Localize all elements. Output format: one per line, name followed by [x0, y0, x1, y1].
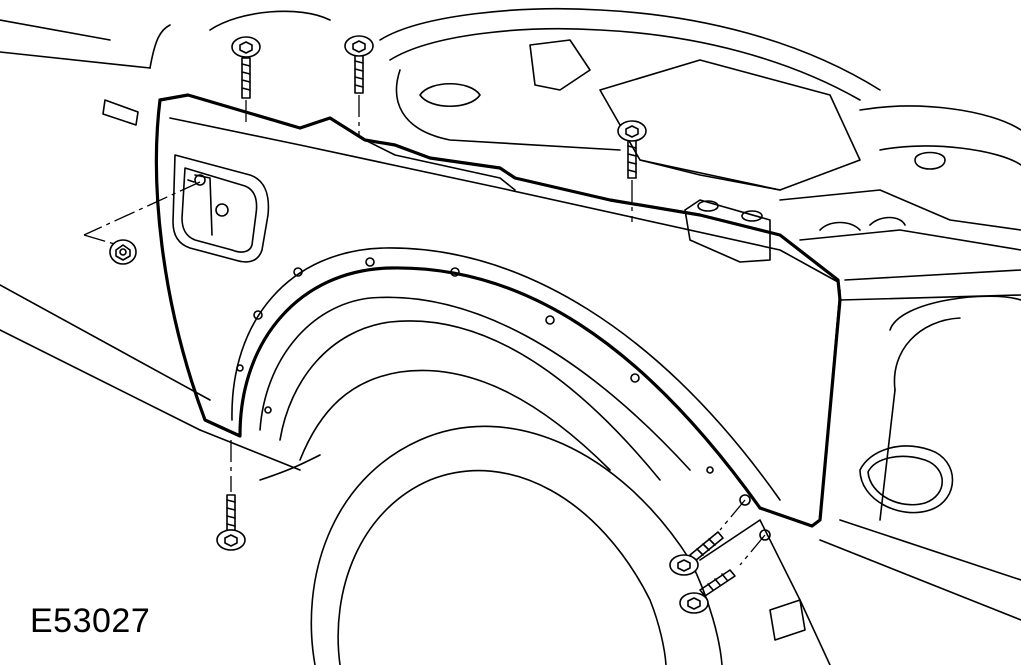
tire [310, 425, 831, 665]
headlamp-area [819, 269, 1021, 521]
top-mounting-bolt [617, 120, 647, 222]
fender-panel [154, 93, 842, 528]
engine-bay [379, 7, 1021, 251]
vehicle-body-outline [0, 10, 1021, 621]
arch-bolt-holes [236, 257, 771, 541]
wheel-arch-bolt [669, 499, 746, 576]
top-mounting-bolt [231, 36, 261, 125]
side-retaining-nut [83, 181, 201, 265]
wheel-arch-bolt [679, 534, 766, 614]
figure-reference-code: E53027 [30, 602, 151, 640]
lower-mounting-bolt [216, 440, 246, 551]
wheel-arch [231, 247, 781, 510]
top-mounting-bolt [344, 35, 374, 135]
top-brackets [684, 199, 771, 263]
